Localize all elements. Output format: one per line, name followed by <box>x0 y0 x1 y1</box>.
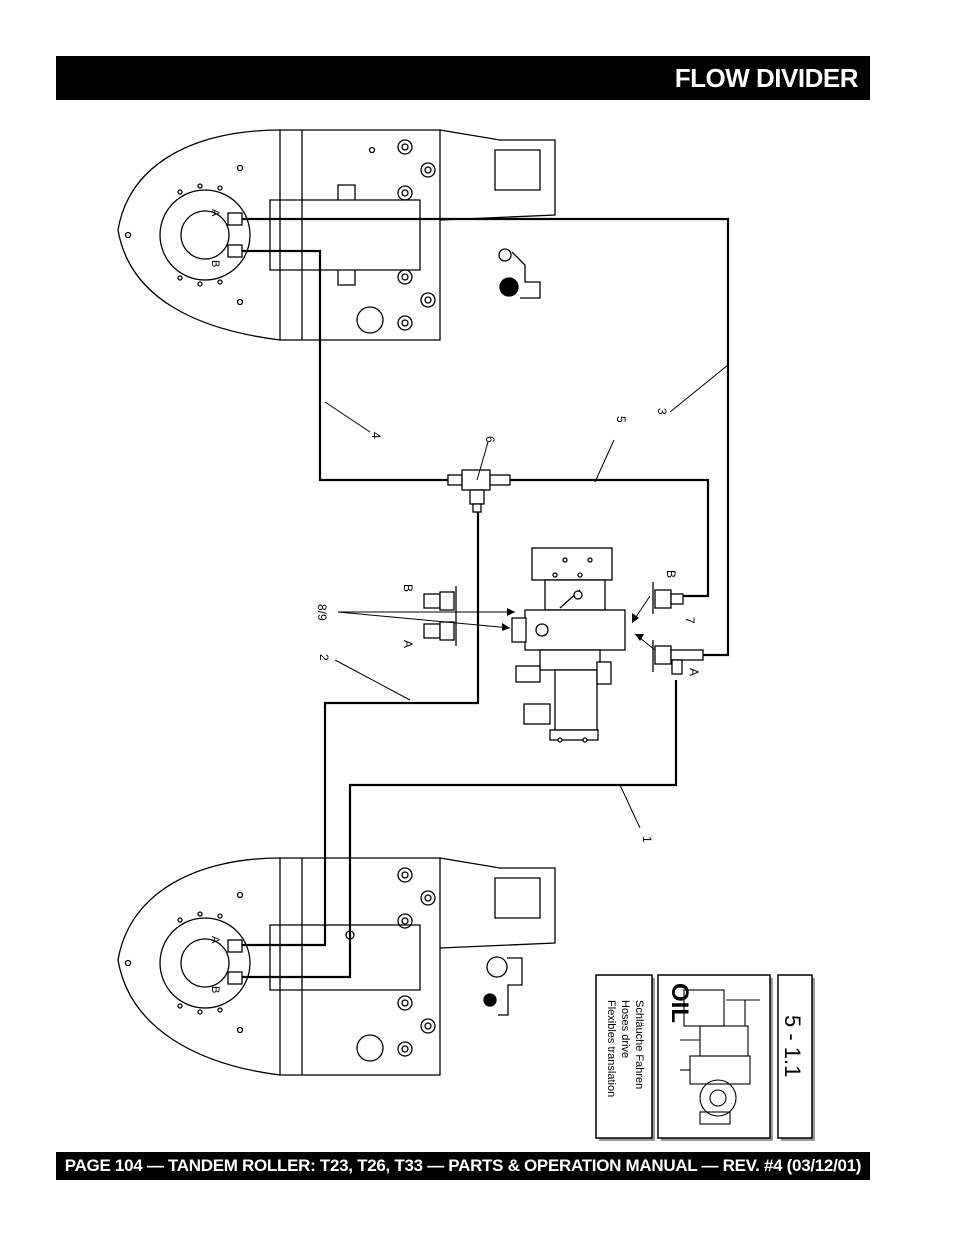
left-port-b-label: B <box>401 584 415 592</box>
callout-2: 2 <box>317 654 331 661</box>
top-port-b-label: B <box>209 260 221 267</box>
right-port-a-label: A <box>687 668 701 676</box>
left-port-a-label: A <box>401 640 415 648</box>
port-fittings-8-9 <box>423 586 457 646</box>
callout-3: 3 <box>655 408 669 415</box>
right-port-b-label: B <box>664 570 678 578</box>
oil-label: OIL <box>666 983 693 1023</box>
badge-line-2: Hoses drive <box>619 1000 631 1058</box>
leader-lines <box>324 364 729 829</box>
section-number: 5 - 1.1 <box>780 1015 805 1077</box>
right-fittings-7 <box>652 582 704 675</box>
bottom-drum-plate <box>117 857 556 1076</box>
top-drum-plate <box>117 129 556 341</box>
callout-7: 7 <box>683 617 697 624</box>
leader-arrowheads <box>502 608 644 641</box>
tee-fitting-6 <box>447 469 511 513</box>
flow-divider-valve <box>511 547 626 743</box>
footer-bar: PAGE 104 — TANDEM ROLLER: T23, T26, T33 … <box>56 1152 870 1180</box>
callout-6: 6 <box>483 436 497 443</box>
bottom-port-a-label: A <box>209 936 221 944</box>
callout-1: 1 <box>640 836 654 843</box>
bottom-port-b-label: B <box>209 986 221 993</box>
callout-5: 5 <box>614 416 628 423</box>
callout-4: 4 <box>369 432 383 439</box>
callout-8-9: 8/9 <box>315 604 329 621</box>
roller-sketch <box>680 989 760 1125</box>
page-title: FLOW DIVIDER <box>674 63 859 93</box>
hoses <box>242 217 730 979</box>
section-badge: OIL 5 - 1.1 Schläuche Fahren Hoses drive… <box>595 974 815 1141</box>
header-bar: FLOW DIVIDER <box>56 56 870 100</box>
badge-line-1: Schläuche Fahren <box>633 1000 645 1089</box>
footer-text: PAGE 104 — TANDEM ROLLER: T23, T26, T33 … <box>64 1156 862 1175</box>
badge-line-3: Flexibles translation <box>605 1000 617 1097</box>
top-port-a-label: A <box>209 209 221 217</box>
